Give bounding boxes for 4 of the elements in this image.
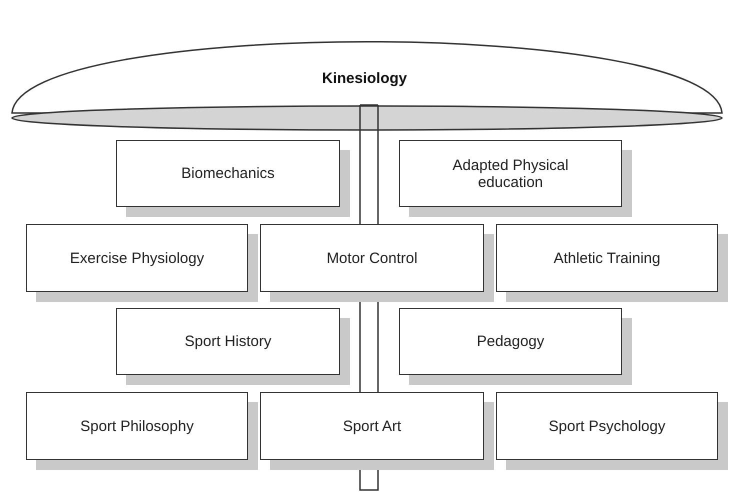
canopy-title: Kinesiology: [322, 70, 408, 87]
umbrella-pole: [359, 301, 379, 393]
umbrella-pole: [359, 104, 379, 225]
umbrella-pole: [359, 469, 379, 491]
